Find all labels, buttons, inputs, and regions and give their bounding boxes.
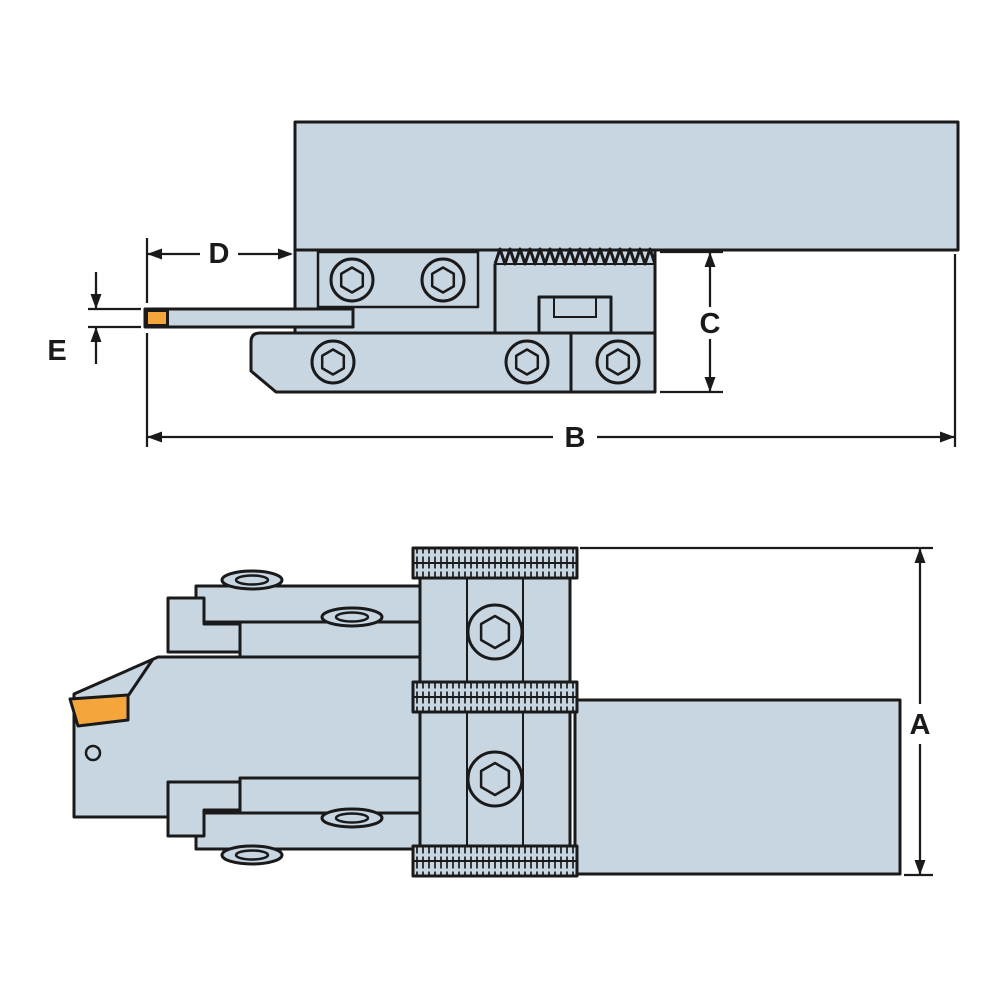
shank-front-view xyxy=(573,698,902,876)
support-blade xyxy=(143,307,355,329)
arrowhead xyxy=(278,248,293,260)
arrowhead xyxy=(704,377,716,392)
knurl-band xyxy=(411,680,579,714)
arrowhead xyxy=(940,431,955,443)
hex-socket-screw xyxy=(595,339,641,385)
dim-label-A: A xyxy=(910,709,931,741)
clamp-screw xyxy=(466,750,524,808)
dim-label-B: B xyxy=(565,422,586,454)
shank-top-view xyxy=(293,120,960,252)
clamp-block xyxy=(249,331,657,394)
dimension-D: D xyxy=(145,238,293,303)
front-view xyxy=(68,546,902,878)
dimension-E: E xyxy=(47,272,141,367)
clamp-cartridge xyxy=(411,546,579,878)
top-clamp-finger xyxy=(166,596,242,654)
arrowhead xyxy=(914,860,926,875)
cutting-insert-top xyxy=(145,309,169,327)
top-blade xyxy=(178,584,432,624)
top-view xyxy=(143,120,960,394)
screw-plate xyxy=(316,250,480,309)
top-view-dimensions: D E C B xyxy=(47,238,957,454)
front-view-dimensions: A xyxy=(580,546,933,877)
t-slot-notch xyxy=(537,295,613,333)
hex-socket-screw xyxy=(310,339,356,385)
clamp-screw xyxy=(466,603,524,661)
dimension-B: B xyxy=(145,254,957,454)
arrowhead xyxy=(90,327,102,342)
hex-socket-screw xyxy=(329,257,375,303)
hex-socket-screw xyxy=(504,339,550,385)
dome-screw xyxy=(320,807,384,829)
hex-socket-screw xyxy=(420,257,466,303)
coolant-hole xyxy=(84,744,102,762)
knurl-band xyxy=(411,844,579,878)
insert-seat-line xyxy=(126,658,155,697)
arrowhead xyxy=(147,248,162,260)
arrowhead xyxy=(147,431,162,443)
dim-label-E: E xyxy=(47,335,66,367)
dimension-A: A xyxy=(580,546,933,877)
dimension-C: C xyxy=(660,250,723,394)
bottom-blade xyxy=(178,811,432,851)
arrowhead xyxy=(914,548,926,563)
bottom-cover-plate xyxy=(238,776,432,815)
dome-screw xyxy=(220,569,284,591)
top-cover-plate xyxy=(238,620,432,659)
dim-label-C: C xyxy=(700,308,721,340)
arrowhead xyxy=(90,294,102,309)
dim-label-D: D xyxy=(209,238,230,270)
bottom-clamp-finger xyxy=(166,780,242,838)
serration xyxy=(493,247,657,333)
cutting-insert-front xyxy=(68,693,130,728)
arrowhead xyxy=(704,252,716,267)
dome-screw xyxy=(220,844,284,866)
knurl-band xyxy=(411,546,579,580)
dome-screw xyxy=(320,606,384,628)
